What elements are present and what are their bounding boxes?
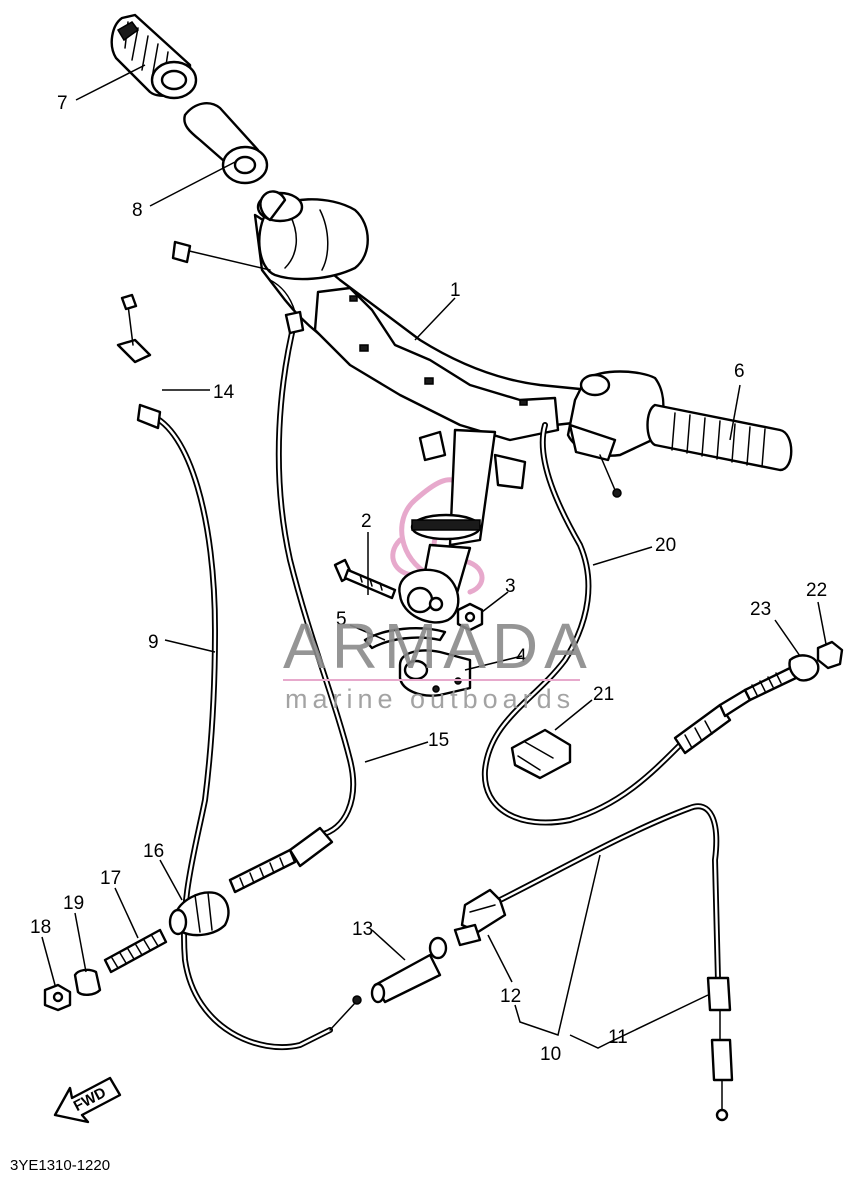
callout-3: 3: [505, 576, 516, 597]
adjuster-assembly: [168, 826, 334, 937]
callout-14: 14: [213, 382, 235, 403]
callout-15: 15: [428, 730, 449, 751]
callout-9: 9: [148, 632, 159, 653]
callout-20: 20: [655, 535, 676, 556]
left-grip: [110, 13, 198, 100]
bolt: [333, 558, 397, 600]
callout-1: 1: [450, 280, 461, 301]
bracket-12: [453, 888, 507, 947]
callout-11: 11: [608, 1027, 628, 1048]
callout-18: 18: [30, 917, 51, 938]
cable-11: [497, 803, 734, 1122]
watermark-tagline: marine outboards: [285, 684, 575, 714]
cable-15: [171, 240, 357, 838]
washer: [363, 627, 447, 650]
callout-labels: 1 2 3 4 5 6 7 8 9 10 11 12 13 14 15 16 1…: [30, 93, 827, 1065]
callout-5: 5: [336, 609, 347, 630]
callout-16: 16: [143, 841, 164, 862]
throttle-sleeve: [183, 102, 287, 222]
callout-19: 19: [63, 893, 84, 914]
callout-7: 7: [57, 93, 68, 114]
steering-stem: [398, 428, 527, 624]
nut-22: [816, 640, 844, 670]
callout-4: 4: [516, 646, 527, 667]
watermark-brand: ARMADA: [283, 610, 593, 682]
callout-10: 10: [540, 1044, 561, 1065]
callout-6: 6: [734, 361, 745, 382]
switch-housing: [566, 370, 665, 498]
fwd-arrow: FWD: [53, 1076, 122, 1124]
spring-17: [103, 928, 168, 974]
drawing-code: 3YE1310-1220: [10, 1157, 110, 1174]
cap-23: [788, 654, 820, 682]
right-grip: [646, 403, 793, 472]
cable-20: [481, 422, 798, 826]
adapter-13: [370, 936, 448, 1004]
cable-9: [116, 293, 362, 1051]
callout-17: 17: [100, 868, 121, 889]
callout-12: 12: [500, 986, 521, 1007]
callout-22: 22: [806, 580, 827, 601]
callout-8: 8: [132, 200, 143, 221]
callout-21: 21: [593, 684, 614, 705]
clamp: [398, 649, 472, 697]
leader-lines: [41, 64, 827, 1049]
callout-2: 2: [361, 511, 372, 532]
clip-21: [510, 728, 572, 780]
cap-19: [73, 968, 102, 996]
nut: [456, 602, 484, 632]
nut-18: [43, 983, 72, 1012]
callout-23: 23: [750, 599, 771, 620]
callout-13: 13: [352, 919, 373, 940]
